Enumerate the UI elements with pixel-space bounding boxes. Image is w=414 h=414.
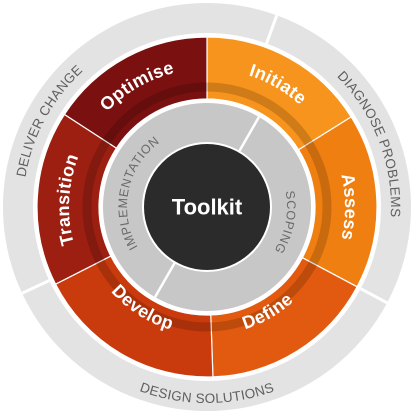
- core: Toolkit: [142, 142, 272, 272]
- core-circle[interactable]: [142, 142, 272, 272]
- core-label: Toolkit: [172, 195, 243, 220]
- outer-ring-separator: [359, 287, 388, 305]
- phase-ring: Initiate Assess Define Develop Transitio…: [36, 36, 378, 378]
- phase-label-assess: Assess: [337, 172, 361, 242]
- outer-ring-separator: [21, 279, 50, 295]
- inner-ring-separator: [237, 116, 261, 153]
- phase-ring-groove: [82, 82, 332, 332]
- inner-ring-separator: [153, 261, 177, 298]
- phase-segment-optimise[interactable]: [63, 36, 208, 150]
- outer-ring-separator: [265, 14, 279, 45]
